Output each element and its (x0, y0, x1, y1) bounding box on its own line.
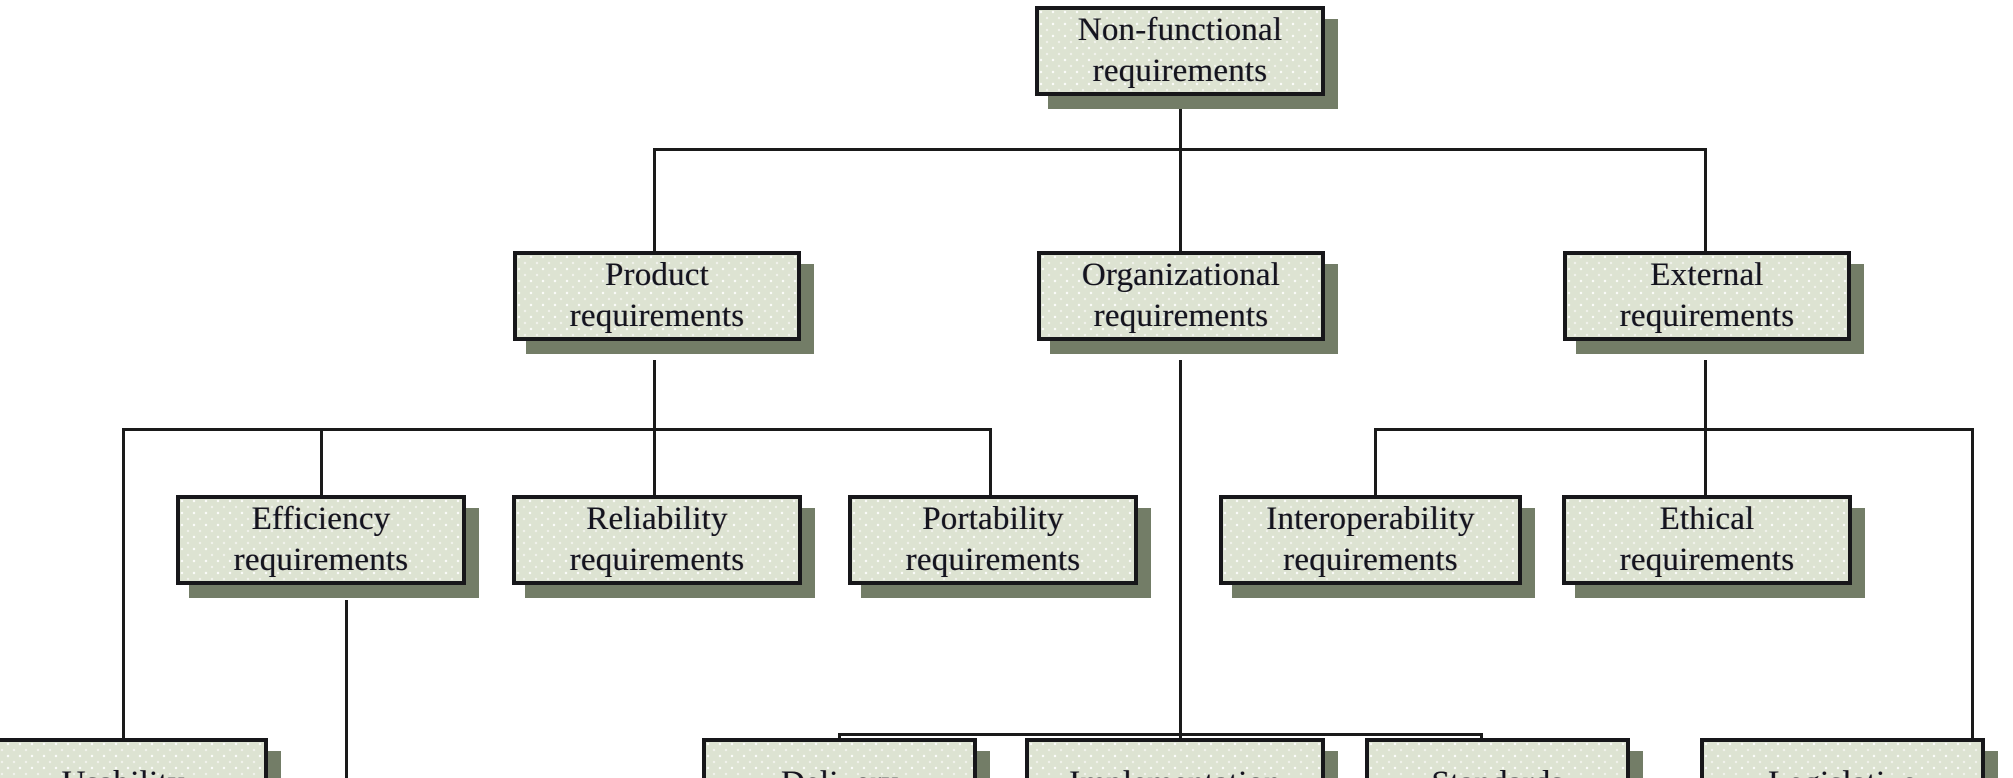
node-face: Organizational requirements (1037, 251, 1325, 341)
node-label: External requirements (1619, 257, 1795, 334)
connector-external-stem (1704, 360, 1707, 430)
node-face: Efficiency requirements (176, 495, 466, 585)
node-face: Legislative (1700, 738, 1985, 778)
connector-to-efficiency (320, 428, 323, 496)
node-interoperability-requirements[interactable]: Interoperability requirements (1219, 495, 1535, 598)
node-label: Legislative (1768, 763, 1917, 778)
node-label: Standards (1432, 763, 1564, 778)
node-delivery[interactable]: Delivery (702, 738, 990, 778)
node-face: External requirements (1563, 251, 1851, 341)
node-standards[interactable]: Standards (1365, 738, 1643, 778)
connector-to-usability (122, 428, 125, 740)
node-face: Standards (1365, 738, 1630, 778)
node-face: Interoperability requirements (1219, 495, 1522, 585)
node-label: Efficiency requirements (233, 501, 409, 578)
connector-to-interoperability (1374, 428, 1377, 496)
connector-organizational-bus (838, 733, 1483, 736)
node-face: Usability (0, 738, 268, 778)
node-label: Ethical requirements (1619, 501, 1795, 578)
node-label: Organizational requirements (1081, 257, 1281, 334)
connector-to-legislative (1971, 428, 1974, 740)
connector-to-external (1704, 148, 1707, 253)
node-ethical-requirements[interactable]: Ethical requirements (1562, 495, 1865, 598)
connector-to-organizational (1179, 148, 1182, 253)
node-face: Portability requirements (848, 495, 1138, 585)
connector-to-product (653, 148, 656, 253)
connector-efficiency-stem (345, 600, 348, 778)
node-non-functional-requirements[interactable]: Non-functional requirements (1035, 6, 1338, 109)
connector-product-bus (122, 428, 992, 431)
node-face: Reliability requirements (512, 495, 802, 585)
node-face: Ethical requirements (1562, 495, 1852, 585)
connector-product-stem (653, 360, 656, 430)
node-label: Product requirements (569, 257, 745, 334)
connector-to-reliability (653, 428, 656, 496)
connector-root-stem (1179, 92, 1182, 150)
node-product-requirements[interactable]: Product requirements (513, 251, 814, 354)
node-face: Non-functional requirements (1035, 6, 1325, 96)
node-label: Implementation (1069, 763, 1281, 778)
node-implementation[interactable]: Implementation (1025, 738, 1338, 778)
node-label: Interoperability requirements (1266, 501, 1475, 578)
node-face: Implementation (1025, 738, 1325, 778)
connector-to-ethical (1704, 428, 1707, 496)
node-face: Delivery (702, 738, 977, 778)
node-face: Product requirements (513, 251, 801, 341)
node-external-requirements[interactable]: External requirements (1563, 251, 1864, 354)
connector-to-portability (989, 428, 992, 496)
node-legislative[interactable]: Legislative (1700, 738, 1998, 778)
node-portability-requirements[interactable]: Portability requirements (848, 495, 1151, 598)
node-label: Delivery (781, 763, 898, 778)
connector-external-bus (1374, 428, 1974, 431)
node-label: Usability (62, 763, 185, 778)
node-organizational-requirements[interactable]: Organizational requirements (1037, 251, 1338, 354)
node-label: Non-functional requirements (1077, 12, 1283, 89)
node-label: Portability requirements (905, 501, 1081, 578)
connector-organizational-stem (1179, 360, 1182, 778)
node-reliability-requirements[interactable]: Reliability requirements (512, 495, 815, 598)
node-usability[interactable]: Usability (0, 738, 281, 778)
node-efficiency-requirements[interactable]: Efficiency requirements (176, 495, 479, 598)
node-label: Reliability requirements (569, 501, 745, 578)
